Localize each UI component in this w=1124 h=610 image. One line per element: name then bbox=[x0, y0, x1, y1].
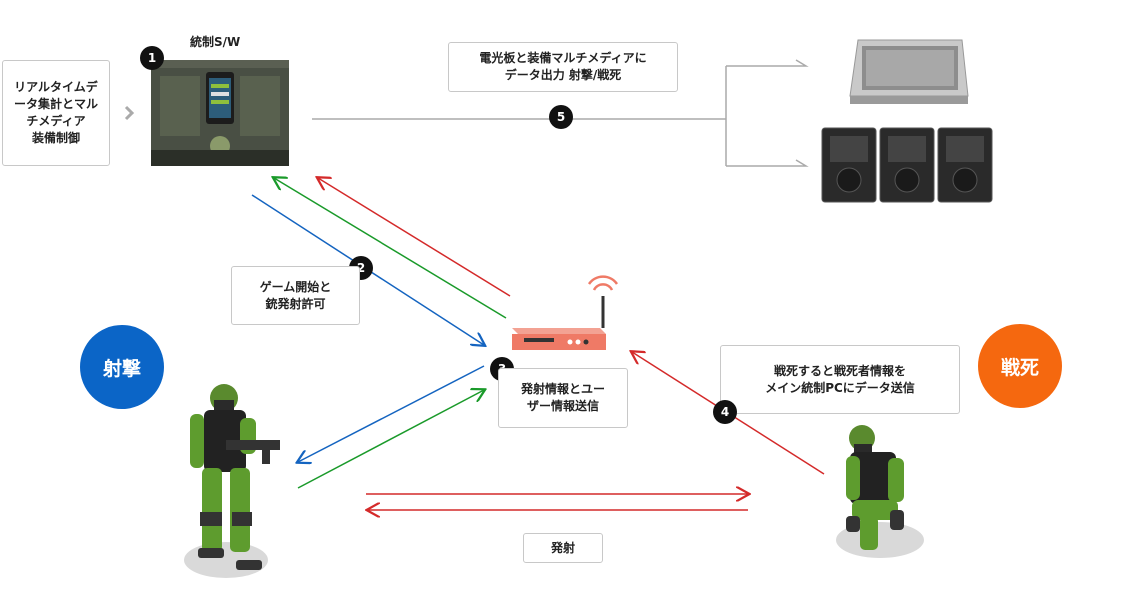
arrow-green-to-control bbox=[274, 178, 507, 319]
control-sw-screenshot bbox=[151, 60, 289, 166]
step-1-badge: 1 bbox=[140, 46, 164, 70]
send-info-box: 発射情報とユー ザー情報送信 bbox=[498, 368, 628, 428]
shoot-circle: 射撃 bbox=[80, 325, 164, 409]
step-5-badge: 5 bbox=[549, 105, 573, 129]
realtime-aggregation-box: リアルタイムデ ータ集計とマル チメディア 装備制御 bbox=[2, 60, 110, 166]
router-icon bbox=[512, 275, 619, 350]
fire-label-box: 発射 bbox=[523, 533, 603, 563]
chevron-right-icon bbox=[124, 105, 135, 121]
dead-soldier-figure bbox=[836, 425, 924, 558]
game-start-box: ゲーム開始と 銃発射許可 bbox=[231, 266, 360, 325]
led-display-board bbox=[849, 39, 969, 104]
dead-circle: 戦死 bbox=[978, 324, 1062, 408]
step-4-badge: 4 bbox=[713, 400, 737, 424]
speakers bbox=[821, 127, 993, 203]
output-line bbox=[312, 59, 809, 167]
arrow-router-to-soldier-blue bbox=[298, 365, 485, 462]
shooter-soldier-figure bbox=[184, 384, 280, 578]
arrow-red-to-control bbox=[318, 178, 511, 297]
control-sw-title: 統制S/W bbox=[190, 35, 241, 49]
death-info-box: 戦死すると戦死者情報を メイン統制PCにデータ送信 bbox=[720, 345, 960, 414]
output-data-box: 電光板と装備マルチメディアに データ出力 射撃/戦死 bbox=[448, 42, 678, 92]
arrow-soldier-to-router-green bbox=[297, 390, 484, 489]
